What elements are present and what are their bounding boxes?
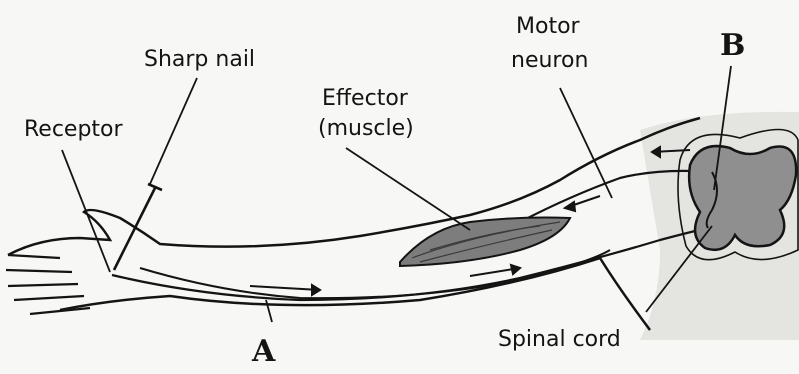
receptor-label: Receptor — [24, 117, 123, 143]
effector-label-line1: Effector — [322, 86, 408, 112]
sharp-nail — [114, 184, 162, 270]
sharp-nail-label: Sharp nail — [144, 47, 255, 73]
fingers — [6, 255, 90, 314]
motor-neuron-label-line2: neuron — [511, 48, 588, 74]
effector-label-line2: (muscle) — [318, 116, 414, 142]
motor-neuron-label-line1: Motor — [516, 14, 580, 40]
point-a-label: A — [252, 336, 275, 368]
spinal-cord-label: Spinal cord — [498, 327, 621, 353]
point-b-label: B — [720, 30, 745, 62]
